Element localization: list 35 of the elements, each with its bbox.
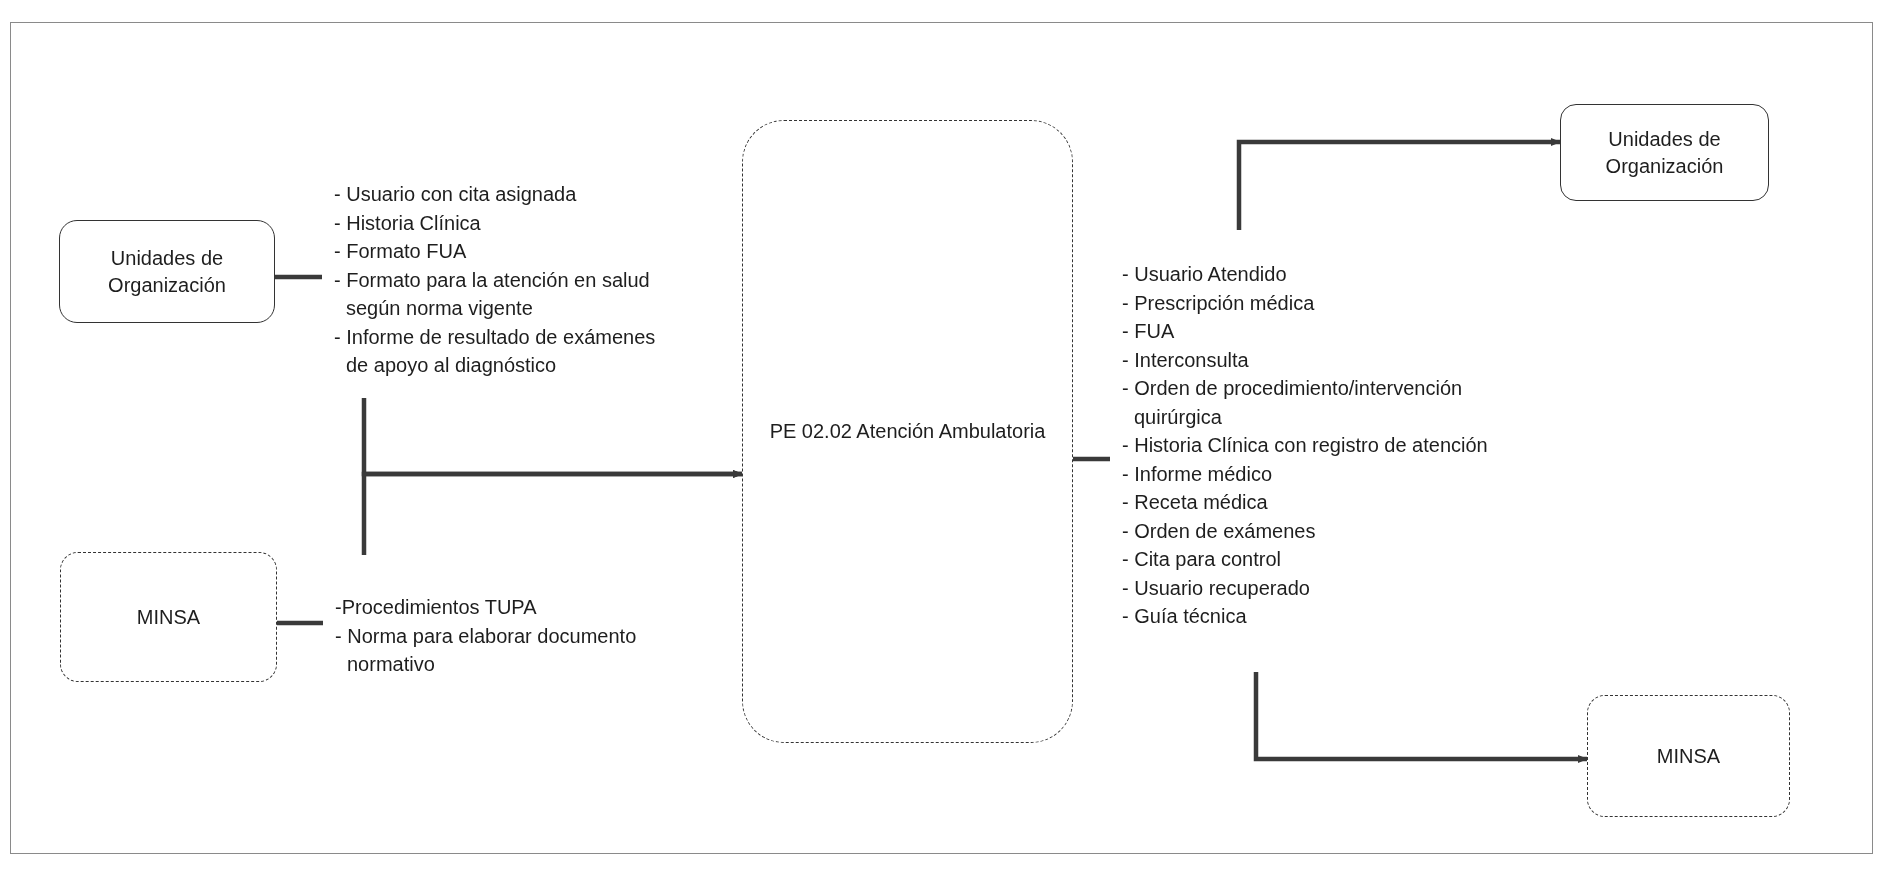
list-item: - Orden de exámenes <box>1122 518 1317 544</box>
box-label: Unidades de Organización <box>107 245 227 298</box>
list-item: -Procedimientos TUPA <box>335 595 538 620</box>
dashed-process-box <box>60 552 277 682</box>
list-item: - Historia Clínica <box>334 210 482 236</box>
process-box <box>1560 104 1769 201</box>
list-item: - Usuario con cita asignada <box>334 182 578 207</box>
connector-line <box>1073 456 1110 462</box>
list-item: - Informe de resultado de exámenes de apoyo al diagnóstico <box>334 324 657 378</box>
list-item: - Formato para la atención en salud según norma vigente <box>334 267 651 321</box>
list-item: - FUA <box>1122 319 1176 344</box>
list-item: - Historia Clínica con registro de atención <box>1122 433 1489 458</box>
box-label: PE 02.02 Atención Ambulatoria <box>769 419 1046 444</box>
box-label: Unidades de Organización <box>1604 126 1725 179</box>
connector-line <box>275 274 322 280</box>
box-label: MINSA <box>1656 743 1721 769</box>
list-item: - Guía técnica <box>1122 604 1248 629</box>
dashed-process-box <box>742 120 1073 743</box>
list-item: - Cita para control <box>1122 547 1282 572</box>
arrow <box>1253 672 1588 763</box>
connector-line <box>277 620 323 626</box>
dashed-process-box <box>1587 695 1790 817</box>
box-label: MINSA <box>136 604 201 630</box>
arrow <box>1236 138 1561 230</box>
list-item: - Interconsulta <box>1122 347 1250 373</box>
list-item: - Usuario Atendido <box>1122 262 1288 287</box>
list-item: - Norma para elaborar documento normativo <box>335 623 638 677</box>
list-item: - Prescripción médica <box>1122 290 1316 316</box>
list-item: - Informe médico <box>1122 461 1274 487</box>
list-item: - Usuario recuperado <box>1122 575 1311 601</box>
list-item: - Receta médica <box>1122 490 1269 515</box>
list-item: - Formato FUA <box>334 239 468 264</box>
process-box <box>59 220 275 323</box>
arrow <box>361 470 743 555</box>
list-item: - Orden de procedimiento/intervención quirúrgica <box>1122 376 1464 430</box>
